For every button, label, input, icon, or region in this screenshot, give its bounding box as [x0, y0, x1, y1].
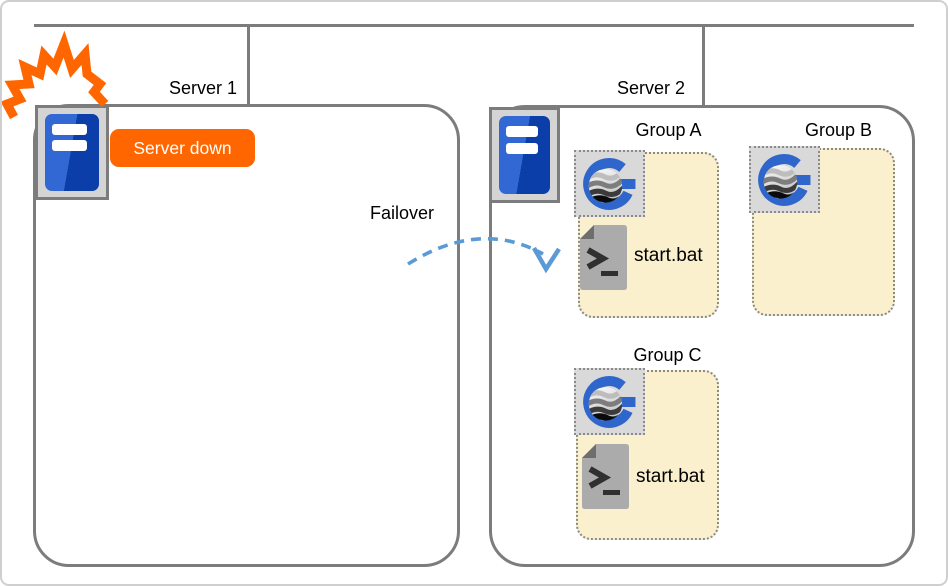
server-slot: [505, 126, 539, 138]
server2-icon: [489, 107, 560, 203]
group-c-script-label: start.bat: [636, 466, 705, 487]
server-slot: [505, 142, 539, 154]
group-c-logo-chip: [574, 368, 645, 435]
crash-icon: [2, 30, 109, 120]
group-a-script-label: start.bat: [634, 245, 703, 266]
group-a-logo-chip: [574, 150, 645, 217]
group-b-logo-chip: [749, 146, 820, 213]
cluster-app-icon: [578, 372, 642, 432]
server1-bus-drop-line: [247, 24, 250, 105]
failover-arrow-icon: [407, 236, 561, 274]
server2-label: Server 2: [616, 78, 685, 98]
cluster-app-icon: [753, 150, 817, 210]
server2-bus-drop-line: [702, 24, 705, 108]
server1-icon: [35, 105, 109, 200]
server-tower-shape: [499, 116, 550, 194]
cluster-app-icon: [578, 154, 642, 214]
batch-file-icon: [580, 225, 627, 290]
server-tower-shape: [45, 114, 99, 191]
group-b-label: Group B: [804, 120, 873, 140]
batch-file-icon: [582, 444, 629, 509]
network-bus-line: [34, 24, 914, 27]
server-slot: [52, 140, 87, 152]
failover-label: Failover: [369, 203, 435, 223]
group-a-label: Group A: [635, 120, 702, 140]
group-c-label: Group C: [633, 345, 702, 365]
server-down-badge: Server down: [110, 129, 255, 167]
server-slot: [52, 124, 87, 135]
server1-label: Server 1: [168, 78, 237, 98]
